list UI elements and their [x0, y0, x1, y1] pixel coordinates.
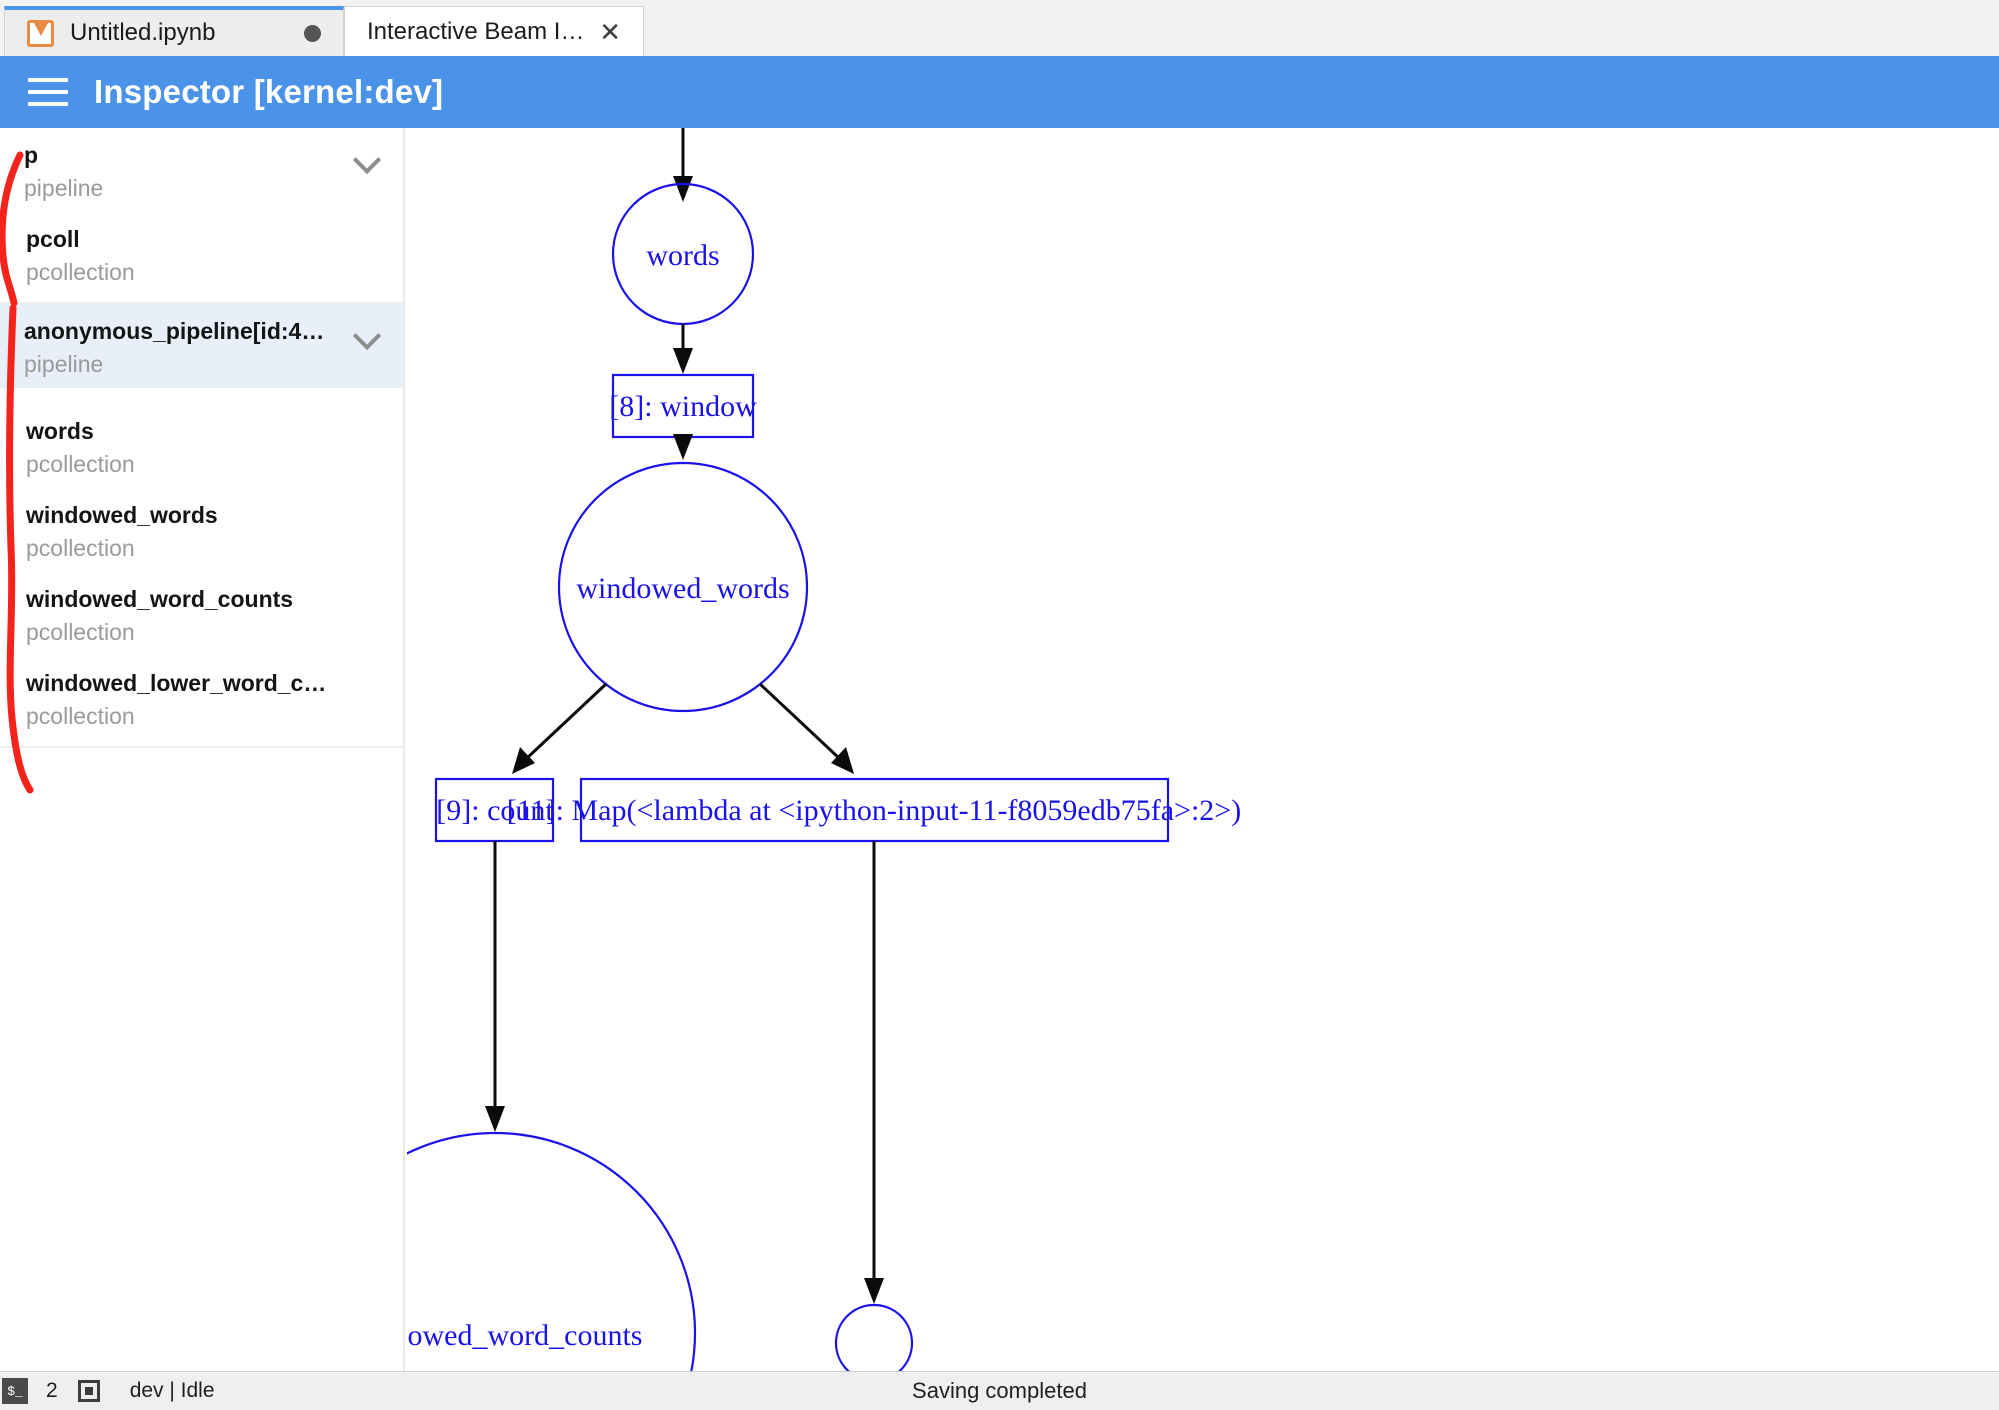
graph-node-windowed-words[interactable]: windowed_words — [557, 461, 809, 713]
tab-bar: Untitled.ipynb Interactive Beam Inspecto… — [0, 0, 1999, 57]
page-title: Inspector [kernel:dev] — [94, 73, 444, 110]
tab-label: Untitled.ipynb — [70, 19, 216, 46]
sidebar-item-anonymous-pipeline[interactable]: anonymous_pipeline[id:44516… pipeline — [0, 304, 403, 388]
sidebar-item-type: pcollection — [26, 259, 135, 285]
graph-edge-windowed-words-to-count — [512, 682, 608, 774]
sidebar-item-type: pcollection — [26, 703, 135, 729]
sidebar-item-type: pcollection — [26, 451, 135, 477]
sidebar-item-name: windowed_lower_word_counts — [26, 670, 366, 696]
graph-node-windowed-word-counts[interactable]: windowed_word_counts — [407, 1131, 697, 1371]
close-icon[interactable]: ✕ — [599, 16, 621, 47]
graph-node-words[interactable]: words — [611, 182, 755, 326]
sidebar-item-type: pcollection — [26, 619, 135, 645]
graph-node-label: windowed_word_counts — [407, 1319, 642, 1352]
tab-interactive-beam-inspector[interactable]: Interactive Beam Inspector ✕ — [344, 6, 644, 56]
sidebar-item-windowed-lower-word-counts[interactable]: windowed_lower_word_counts pcollection — [0, 656, 403, 740]
sidebar-group-pipeline-p: p pipeline pcoll pcollection — [0, 128, 403, 304]
sidebar-item-name: pcoll — [26, 226, 80, 252]
graph-node-window[interactable]: [8]: window — [609, 373, 757, 439]
app-header: Inspector [kernel:dev] — [0, 56, 1999, 128]
graph-edge-window-to-windowed-words — [673, 434, 693, 460]
sidebar-item-windowed-word-counts[interactable]: windowed_word_counts pcollection — [0, 572, 403, 656]
saving-status: Saving completed — [912, 1378, 1087, 1403]
sidebar-item-words[interactable]: words pcollection — [0, 404, 403, 488]
unsaved-indicator-icon[interactable] — [304, 24, 321, 42]
sidebar-item-type: pipeline — [24, 351, 104, 377]
sidebar-item-name: windowed_word_counts — [26, 586, 294, 612]
terminal-count: 2 — [46, 1379, 58, 1402]
graph-node-label: [11]: Map(<lambda at <ipython-input-11-f… — [507, 794, 1241, 827]
graph-edge-windowed-words-to-map — [758, 682, 854, 774]
tab-untitled-ipynb[interactable]: Untitled.ipynb — [4, 6, 344, 56]
notebook-icon — [27, 19, 54, 47]
graph-edge-top-to-words — [673, 128, 693, 202]
graph-node-label: [8]: window — [609, 390, 757, 423]
sidebar-item-type: pipeline — [24, 175, 104, 201]
sidebar-group-anonymous-pipeline: anonymous_pipeline[id:44516… pipeline wo… — [0, 304, 403, 748]
tab-label: Interactive Beam Inspector — [367, 17, 589, 45]
sidebar-item-windowed-words[interactable]: windowed_words pcollection — [0, 488, 403, 572]
status-bar: $_ 2 dev | Idle Saving completed — [0, 1371, 1999, 1410]
graph-node-label: [9]: count — [436, 794, 554, 827]
sidebar-item-name: anonymous_pipeline[id:44516… — [24, 318, 376, 344]
graph-edge-count-to-windowed-word-counts — [485, 841, 505, 1132]
graph-edge-words-to-window — [673, 324, 693, 374]
sidebar-item-p[interactable]: p pipeline — [0, 128, 403, 212]
sidebar-item-name: p — [24, 142, 39, 168]
inspector-sidebar[interactable]: p pipeline pcoll pcollection anonymous_p… — [0, 128, 405, 1371]
terminal-icon[interactable]: $_ — [2, 1378, 28, 1404]
spacer — [0, 388, 403, 404]
graph-node-label: windowed_words — [576, 572, 789, 605]
pipeline-graph-canvas[interactable]: words [8]: window windowed_words [9]: co… — [407, 128, 1999, 1371]
kernel-status[interactable]: dev | Idle — [129, 1379, 215, 1402]
chip-icon — [77, 1380, 100, 1402]
hamburger-icon[interactable] — [28, 78, 68, 106]
graph-node-unnamed-small[interactable] — [834, 1303, 914, 1371]
sidebar-item-name: words — [26, 418, 94, 444]
graph-node-label: words — [646, 239, 719, 272]
sidebar-item-type: pcollection — [26, 535, 135, 561]
sidebar-item-pcoll[interactable]: pcoll pcollection — [0, 212, 403, 296]
sidebar-item-name: windowed_words — [26, 502, 218, 528]
graph-node-map[interactable]: [11]: Map(<lambda at <ipython-input-11-f… — [507, 777, 1241, 843]
pipeline-graph: words [8]: window windowed_words [9]: co… — [407, 128, 1241, 1371]
graph-edge-map-to-unnamed — [864, 841, 884, 1304]
